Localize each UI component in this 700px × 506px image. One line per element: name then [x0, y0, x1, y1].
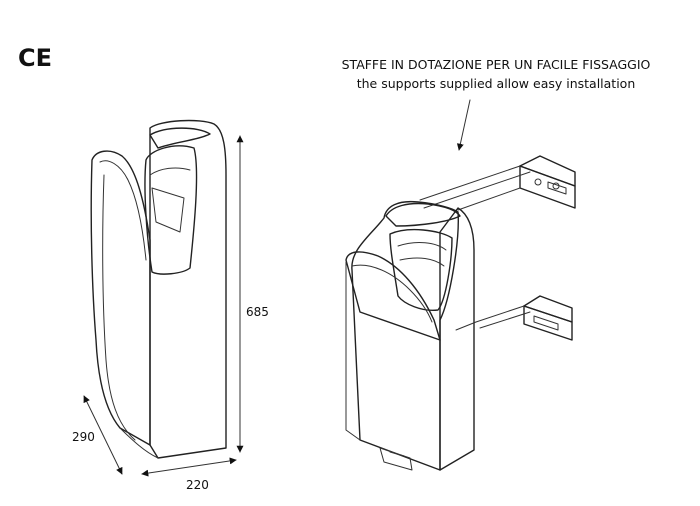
dimension-height-label: 685	[246, 305, 269, 319]
upper-wall-bracket	[419, 155, 576, 211]
caption-english: the supports supplied allow easy install…	[357, 76, 636, 91]
caption-pointer-arrow	[456, 99, 471, 151]
installation-caption: STAFFE IN DOTAZIONE PER UN FACILE FISSAG…	[342, 57, 651, 91]
dimension-height: 685	[236, 135, 269, 453]
hand-dryer-installation-view	[345, 200, 475, 471]
caption-italian: STAFFE IN DOTAZIONE PER UN FACILE FISSAG…	[342, 57, 651, 72]
dimension-width: 220	[141, 457, 237, 492]
lower-bracket-guide-line	[455, 321, 477, 331]
dimension-depth-label: 290	[72, 430, 95, 444]
dimension-depth: 290	[72, 395, 123, 475]
hand-dryer-front-view	[90, 119, 227, 459]
lower-wall-bracket	[475, 295, 573, 341]
ce-mark: CE	[18, 44, 52, 72]
dimension-width-label: 220	[186, 478, 209, 492]
